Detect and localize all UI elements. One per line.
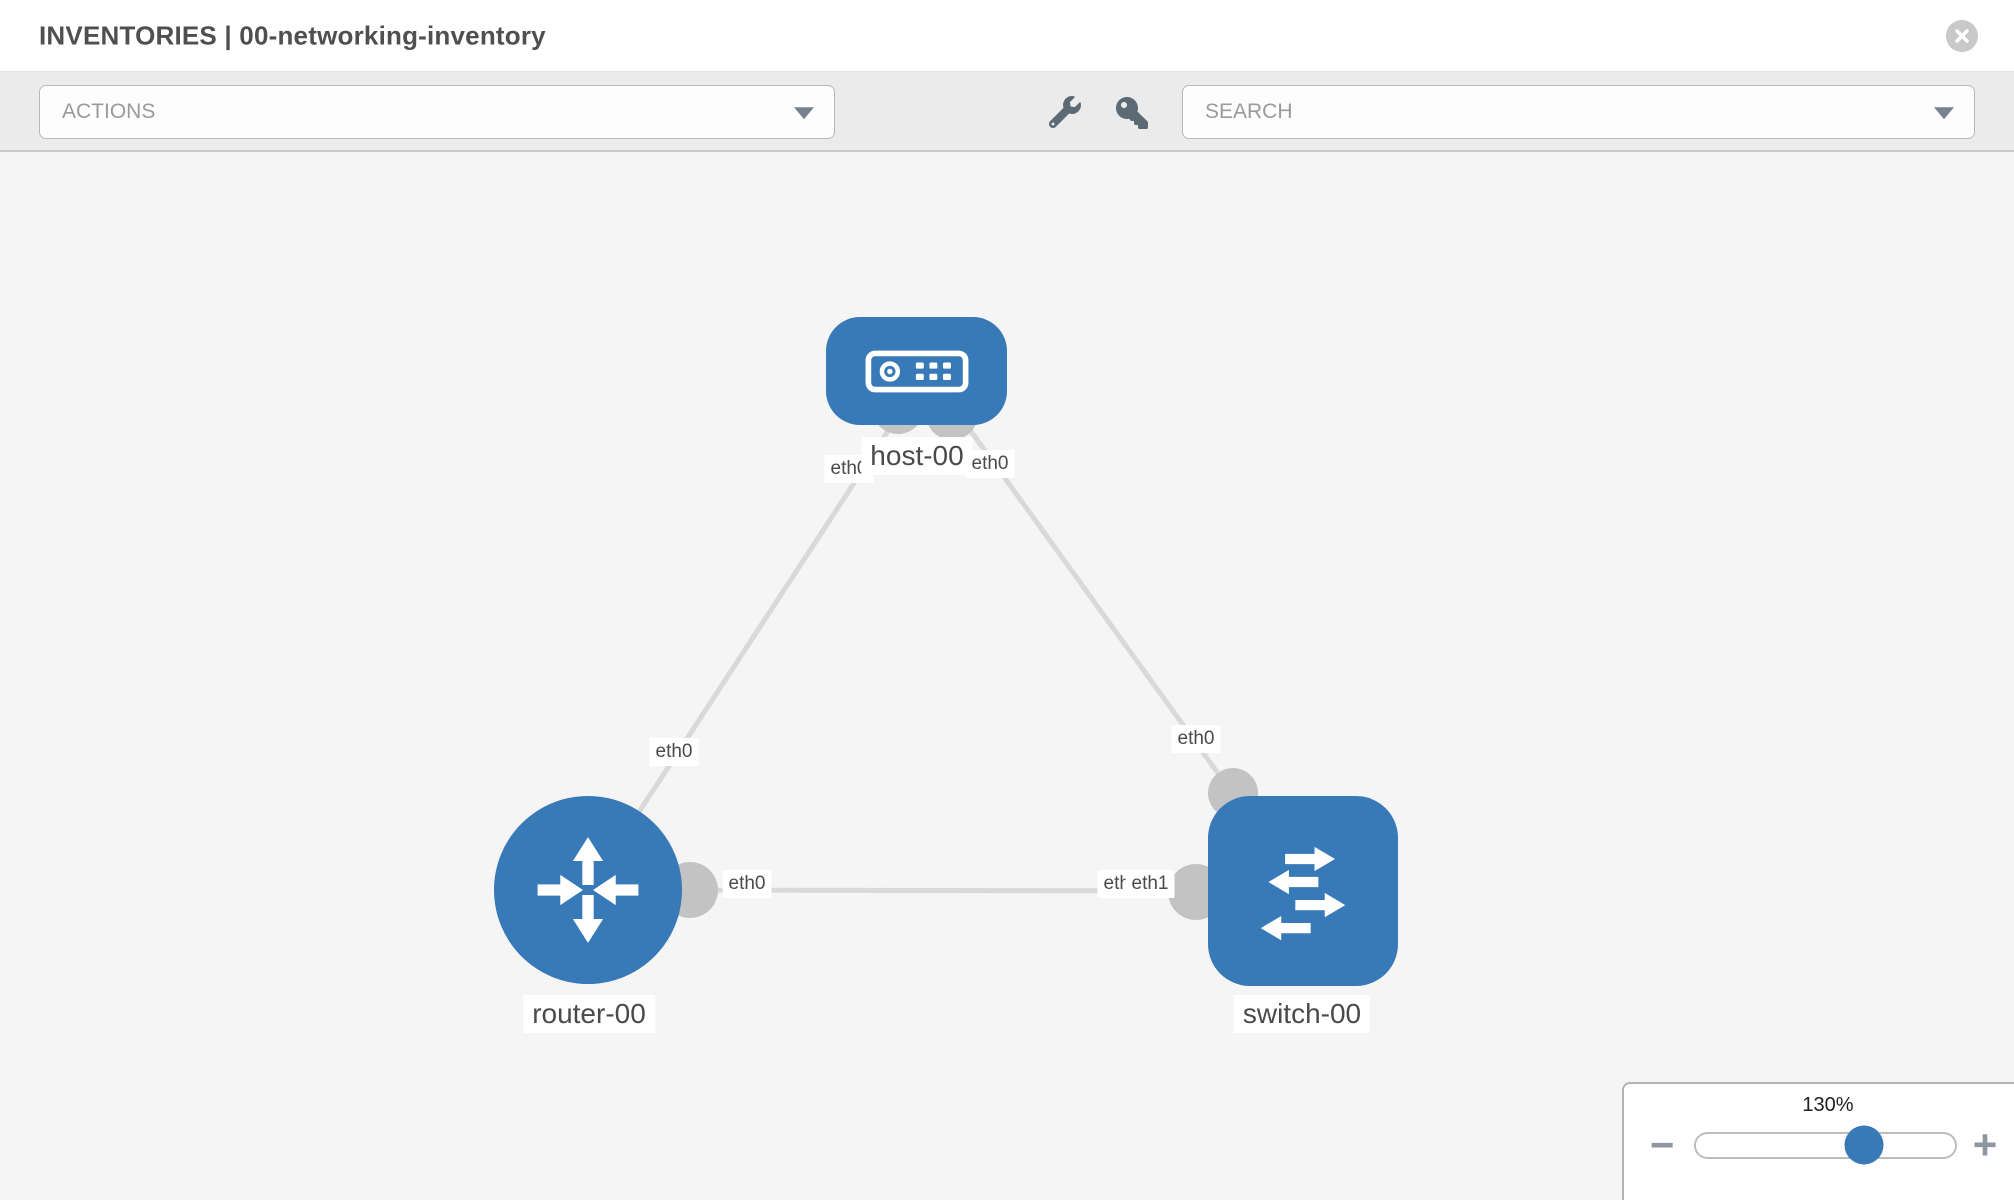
interface-label: eth0: [649, 738, 699, 766]
interface-label: eth0: [965, 450, 1015, 478]
node-label-router: router-00: [523, 995, 655, 1033]
search-dropdown[interactable]: SEARCH: [1182, 85, 1975, 139]
topology-canvas[interactable]: eth0 eth0 eth0 eth0 eth0 eth0 eth1 host-…: [0, 152, 2014, 1200]
interface-label: eth1: [1125, 870, 1175, 898]
node-router-00[interactable]: [494, 796, 682, 984]
page-title: INVENTORIES | 00-networking-inventory: [39, 20, 546, 50]
interface-label: eth0: [1171, 725, 1221, 753]
wrench-icon: [1048, 96, 1081, 129]
configure-tools-button[interactable]: [1048, 96, 1081, 129]
host-icon: [865, 350, 968, 392]
link-host-router: [585, 403, 908, 892]
zoom-slider-track[interactable]: [1694, 1132, 1957, 1159]
chevron-down-icon: [794, 107, 814, 120]
zoom-percent: 130%: [1802, 1094, 1854, 1116]
search-placeholder: SEARCH: [1205, 100, 1293, 123]
key-icon: [1116, 97, 1148, 129]
node-label-host: host-00: [861, 437, 973, 475]
zoom-out-button[interactable]: −: [1649, 1121, 1675, 1168]
router-icon: [537, 837, 639, 943]
close-button[interactable]: [1946, 19, 1978, 52]
node-label-switch: switch-00: [1233, 995, 1371, 1033]
header-bar: INVENTORIES | 00-networking-inventory: [0, 0, 2014, 72]
chevron-down-icon: [1934, 107, 1954, 120]
switch-icon: [1260, 846, 1346, 941]
toolbar: ACTIONS SEARCH: [0, 72, 2014, 152]
node-host-00[interactable]: [826, 317, 1007, 425]
zoom-slider-thumb[interactable]: [1844, 1125, 1884, 1165]
zoom-control-panel: 130% − +: [1622, 1082, 2014, 1200]
actions-dropdown[interactable]: ACTIONS: [39, 85, 835, 139]
interface-label: eth0: [722, 870, 772, 898]
actions-dropdown-label: ACTIONS: [62, 100, 156, 123]
zoom-in-button[interactable]: +: [1972, 1121, 1998, 1168]
links-layer: [585, 382, 1306, 920]
node-switch-00[interactable]: [1208, 796, 1398, 986]
close-icon: [1955, 28, 1969, 43]
credentials-button[interactable]: [1116, 97, 1148, 129]
